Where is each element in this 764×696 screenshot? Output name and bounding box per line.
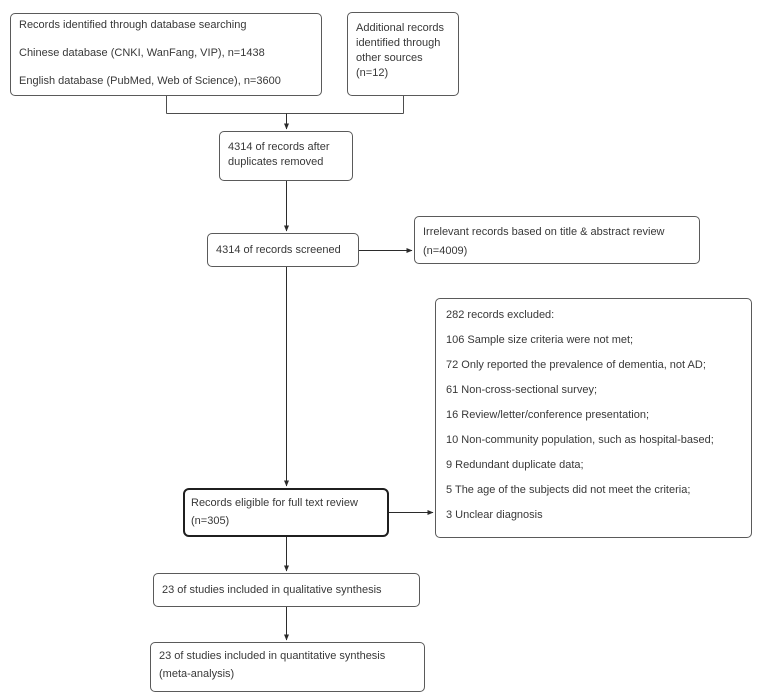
box-quantitative-synthesis: 23 of studies included in quantitative s… [150, 642, 425, 692]
text-line: 61 Non-cross-sectional survey; [446, 384, 598, 396]
text-line: Records eligible for full text review [191, 497, 358, 509]
text-line: other sources [356, 52, 423, 64]
text-line: (n=12) [356, 67, 389, 79]
text-line: Records identified through database sear… [19, 19, 247, 31]
box-additional-records: Additional records identified through ot… [347, 12, 459, 96]
text-line: (n=305) [191, 515, 230, 527]
text-line: Chinese database (CNKI, WanFang, VIP), n… [19, 47, 265, 59]
text-line: (meta-analysis) [159, 668, 235, 680]
text-line: duplicates removed [228, 156, 324, 168]
text-line: 106 Sample size criteria were not met; [446, 334, 634, 346]
box-irrelevant-records: Irrelevant records based on title & abst… [414, 216, 700, 264]
text-line: 16 Review/letter/conference presentation… [446, 409, 650, 421]
text-line: Additional records [356, 22, 445, 34]
box-eligible-records: Records eligible for full text review (n… [183, 488, 389, 537]
box-qualitative-synthesis: 23 of studies included in qualitative sy… [153, 573, 420, 607]
text-line: English database (PubMed, Web of Science… [19, 75, 281, 87]
text-line: 23 of studies included in qualitative sy… [162, 584, 382, 596]
text-line: 4314 of records after [228, 141, 330, 153]
text-line: 23 of studies included in quantitative s… [159, 650, 386, 662]
text-line: 5 The age of the subjects did not meet t… [446, 484, 691, 496]
text-line: 4314 of records screened [216, 244, 341, 256]
text-line: 72 Only reported the prevalence of demen… [446, 359, 706, 371]
box-records-excluded: 282 records excluded: 106 Sample size cr… [435, 298, 752, 538]
box-duplicates-removed: 4314 of records after duplicates removed [219, 131, 353, 181]
text-line: 3 Unclear diagnosis [446, 509, 543, 521]
connector-merge-tee [166, 96, 404, 114]
box-records-identified: Records identified through database sear… [10, 13, 322, 96]
text-line: 9 Redundant duplicate data; [446, 459, 584, 471]
text-line: 10 Non-community population, such as hos… [446, 434, 714, 446]
text-line: 282 records excluded: [446, 309, 555, 321]
text-line: identified through [356, 37, 441, 49]
text-line: Irrelevant records based on title & abst… [423, 226, 665, 238]
box-records-screened: 4314 of records screened [207, 233, 359, 267]
text-line: (n=4009) [423, 245, 468, 257]
